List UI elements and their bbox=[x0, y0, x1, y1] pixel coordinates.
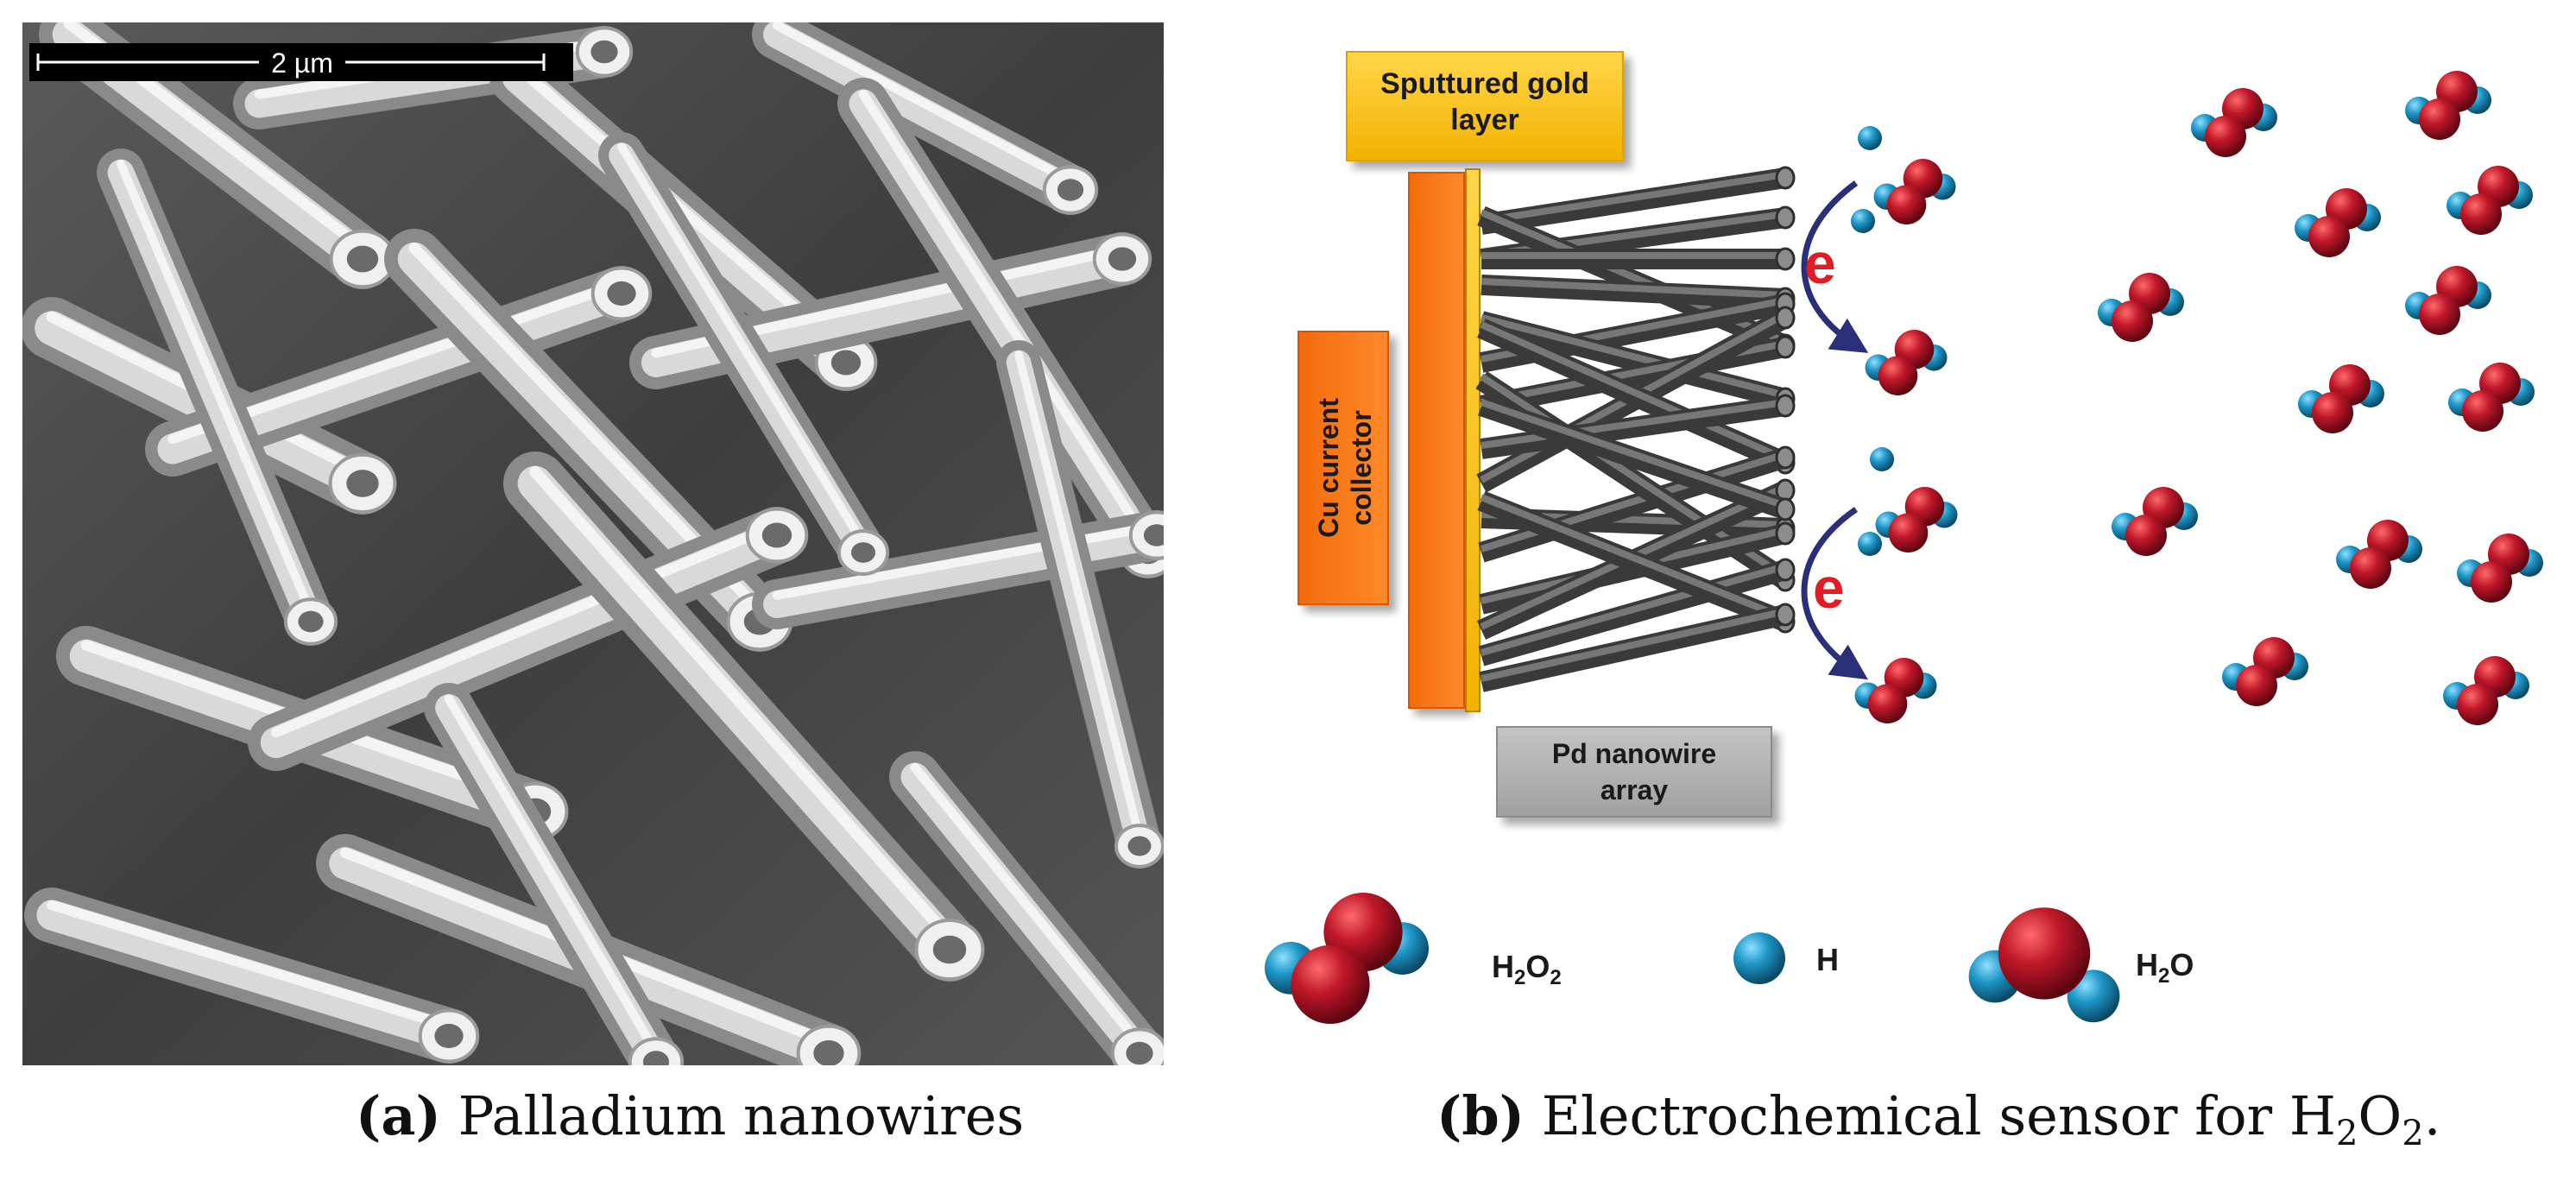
copper-electrode bbox=[1408, 172, 1465, 709]
legend-h2o2-icon bbox=[1265, 893, 1429, 1024]
gold-layer-label-line2: layer bbox=[1450, 104, 1518, 136]
pd-nanowire bbox=[1478, 558, 1796, 666]
pd-nanowire bbox=[1481, 247, 1796, 271]
h2o2-molecule bbox=[2298, 364, 2384, 433]
h-atom bbox=[1858, 532, 1882, 556]
cu-collector-label-box bbox=[1297, 331, 1389, 605]
sem-nanotube bbox=[752, 22, 1099, 215]
h2o2-molecule bbox=[2457, 534, 2543, 603]
sem-nanotube bbox=[752, 510, 1164, 629]
electron-arrow-upper bbox=[1801, 180, 1869, 353]
h2o2-molecule bbox=[2405, 71, 2491, 140]
caption-b-text: Electrochemical sensor for H2O2. bbox=[1541, 1084, 2441, 1153]
pd-label-line1: Pd nanowire bbox=[1552, 738, 1716, 769]
h2o2-molecule bbox=[2447, 166, 2533, 235]
cu-collector-label-line1: Cu current bbox=[1313, 398, 1344, 538]
sem-nanotube bbox=[248, 507, 809, 771]
electron-label-lower: e bbox=[1813, 556, 1845, 620]
sensor-schematic: Sputtured gold layer Cu current collecto… bbox=[1265, 51, 2543, 1024]
molecules-in-solution bbox=[1851, 71, 2543, 725]
sem-nanotube bbox=[598, 132, 890, 576]
h2o2-molecule bbox=[2336, 520, 2422, 589]
h2o-molecule bbox=[1968, 907, 2120, 1023]
gold-layer-label-box bbox=[1346, 51, 1624, 161]
caption-b-letter: (b) bbox=[1436, 1084, 1525, 1147]
h2o2-molecule bbox=[2443, 656, 2529, 725]
gold-layer-label-line1: Sputtured gold bbox=[1380, 67, 1589, 100]
sem-nanotube bbox=[424, 683, 685, 1065]
pd-nanowire bbox=[1478, 445, 1796, 563]
h-atom bbox=[1851, 209, 1875, 233]
pd-nanowire bbox=[1480, 166, 1796, 235]
pd-nanowire bbox=[1480, 394, 1796, 459]
cu-collector-label-line2: collector bbox=[1346, 410, 1377, 525]
pd-label-line2: array bbox=[1601, 774, 1669, 805]
h-atom bbox=[1858, 126, 1882, 150]
sem-nanotube bbox=[24, 887, 480, 1064]
pd-nanowire bbox=[1478, 395, 1796, 521]
h2o2-molecule bbox=[2295, 188, 2381, 257]
h2o2-molecule bbox=[1865, 330, 1948, 395]
h-atom bbox=[1870, 447, 1894, 471]
sem-micrograph: 2 µm bbox=[22, 22, 1164, 1065]
caption-b: (b) Electrochemical sensor for H2O2. bbox=[1436, 1089, 2440, 1152]
electron-arrow-lower bbox=[1801, 507, 1868, 680]
h2o2-molecule bbox=[1875, 487, 1958, 553]
sem-nanotube bbox=[996, 340, 1164, 868]
legend-h-icon bbox=[1733, 932, 1785, 984]
scale-bar-label: 2 µm bbox=[271, 47, 333, 79]
h2o2-molecule bbox=[1854, 658, 1937, 723]
legend-h2o-label: H2O bbox=[2136, 947, 2194, 988]
scale-bar: 2 µm bbox=[29, 43, 573, 81]
h2o2-molecule bbox=[2112, 487, 2198, 556]
h2o2-molecule bbox=[1265, 893, 1429, 1024]
electron-label-upper: e bbox=[1804, 231, 1836, 295]
caption-a-letter: (a) bbox=[356, 1084, 441, 1147]
caption-a: (a) Palladium nanowires bbox=[356, 1089, 1024, 1143]
legend-h2o2-label: H2O2 bbox=[1492, 949, 1562, 989]
pd-nanowire bbox=[1479, 603, 1796, 692]
h2o2-molecule bbox=[1873, 159, 1956, 224]
legend-h2o-icon bbox=[1968, 907, 2120, 1023]
sem-nanotube bbox=[97, 148, 338, 646]
caption-a-text: Palladium nanowires bbox=[458, 1084, 1025, 1147]
pd-nanowire-array bbox=[1475, 166, 1796, 692]
h2o2-molecule bbox=[2222, 637, 2308, 706]
h2o2-molecule bbox=[2448, 363, 2535, 432]
pd-label-box bbox=[1496, 726, 1772, 818]
h2o2-molecule bbox=[2191, 88, 2277, 157]
sem-nanotube bbox=[889, 751, 1164, 1065]
legend: H2O2 H H2O bbox=[1265, 893, 2194, 1024]
sem-nanotube bbox=[503, 452, 985, 982]
legend-h-label: H bbox=[1816, 942, 1839, 977]
h2o2-molecule bbox=[2405, 266, 2491, 335]
gold-layer bbox=[1465, 168, 1481, 712]
h2o2-molecule bbox=[2098, 273, 2184, 342]
